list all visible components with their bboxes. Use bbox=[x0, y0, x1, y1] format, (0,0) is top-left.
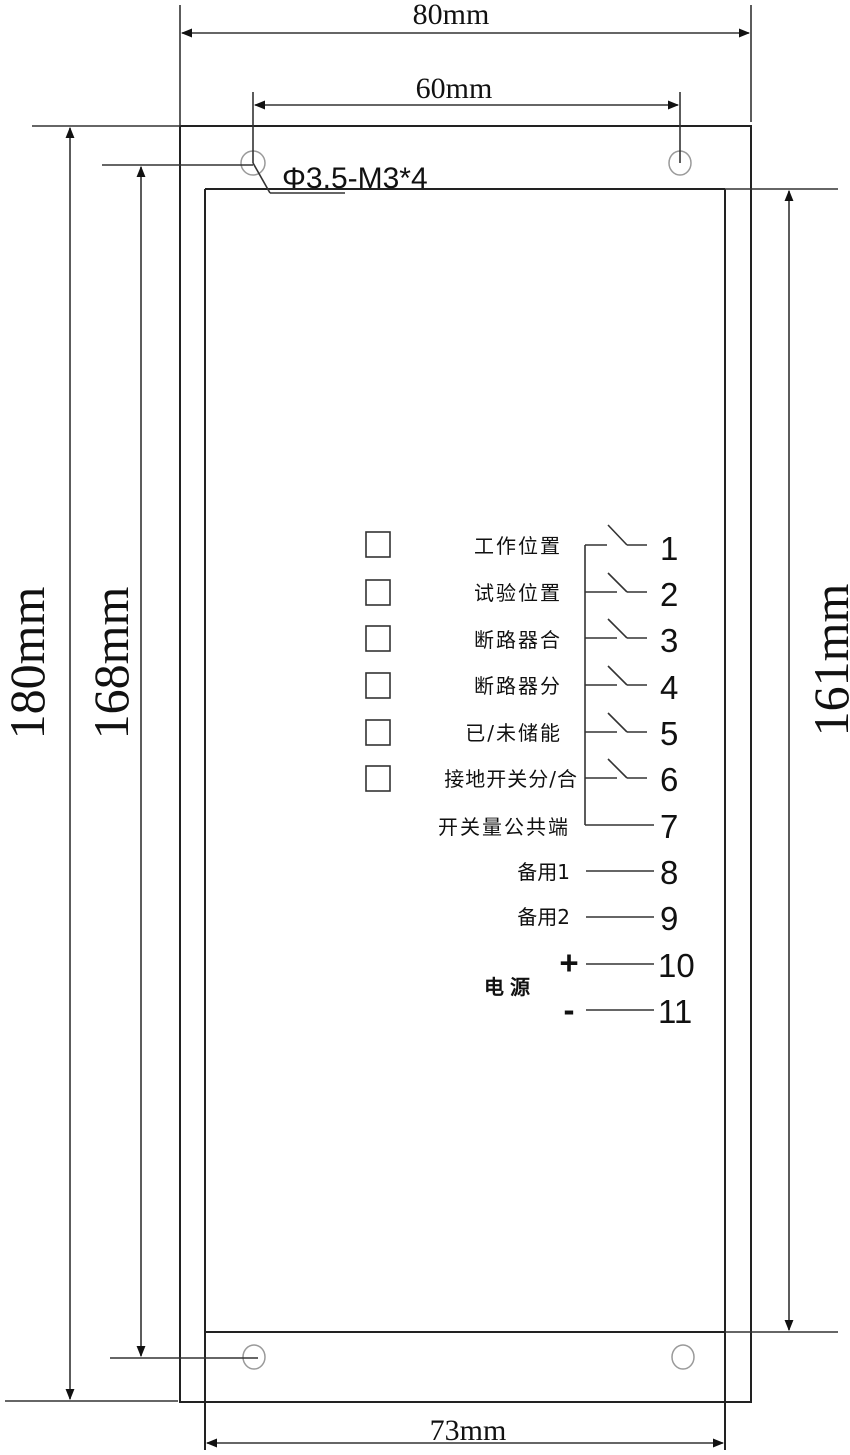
inner-body bbox=[204, 188, 726, 1450]
hole-callout-label: Φ3.5-M3*4 bbox=[282, 162, 428, 195]
label-breaker-closed: 断路器合 bbox=[474, 628, 562, 652]
label-breaker-open: 断路器分 bbox=[474, 674, 562, 698]
mounting-holes bbox=[240, 150, 695, 1370]
led-2 bbox=[365, 579, 391, 606]
terminal-5: 5 bbox=[660, 715, 678, 752]
led-4 bbox=[365, 672, 391, 699]
led-6 bbox=[365, 765, 391, 792]
dim-80mm-label: 80mm bbox=[413, 0, 490, 31]
terminal-10: 10 bbox=[658, 947, 695, 984]
label-test-position: 试验位置 bbox=[474, 581, 562, 605]
dim-hole-vertical-spacing: 168mm bbox=[83, 164, 258, 1359]
indicator-leds bbox=[365, 531, 391, 792]
led-1 bbox=[365, 531, 391, 558]
led-5 bbox=[365, 719, 391, 746]
hole-callout: Φ3.5-M3*4 bbox=[252, 162, 428, 195]
hole-bottom-right bbox=[671, 1344, 695, 1370]
dim-hole-spacing: 60mm bbox=[252, 72, 681, 163]
terminal-1: 1 bbox=[660, 530, 678, 567]
dim-body-width: 73mm bbox=[205, 1414, 725, 1448]
terminal-labels: 工作位置 试验位置 断路器合 断路器分 已/未储能 接地开关分/合 开关量公共端… bbox=[438, 534, 579, 1028]
dim-overall-width: 80mm bbox=[179, 0, 752, 126]
terminal-numbers: 1 2 3 4 5 6 7 8 9 10 11 bbox=[658, 530, 695, 1030]
power-minus-sign: - bbox=[564, 991, 575, 1028]
dim-body-height: 161mm bbox=[725, 188, 850, 1333]
terminal-7: 7 bbox=[660, 808, 678, 845]
terminal-8: 8 bbox=[660, 854, 678, 891]
terminal-2: 2 bbox=[660, 576, 678, 613]
terminal-11: 11 bbox=[658, 993, 692, 1030]
switch-wiring bbox=[584, 524, 654, 1011]
dim-60mm-label: 60mm bbox=[416, 72, 493, 105]
hole-bottom-left bbox=[242, 1344, 266, 1370]
dim-73mm-label: 73mm bbox=[430, 1414, 507, 1447]
terminal-9: 9 bbox=[660, 900, 678, 937]
outer-plate bbox=[179, 125, 752, 1403]
label-common: 开关量公共端 bbox=[438, 815, 570, 839]
dim-168mm-label: 168mm bbox=[83, 587, 139, 740]
power-plus-sign: + bbox=[559, 944, 578, 981]
label-spare-1: 备用1 bbox=[517, 860, 570, 884]
terminal-3: 3 bbox=[660, 622, 678, 659]
label-power: 电源 bbox=[484, 975, 536, 999]
dim-180mm-label: 180mm bbox=[0, 587, 55, 740]
label-spare-2: 备用2 bbox=[517, 905, 570, 929]
label-spring-charged: 已/未储能 bbox=[465, 721, 562, 745]
dim-161mm-label: 161mm bbox=[803, 584, 850, 737]
label-work-position: 工作位置 bbox=[474, 534, 562, 558]
terminal-4: 4 bbox=[660, 669, 678, 706]
led-3 bbox=[365, 625, 391, 652]
dim-overall-height: 180mm bbox=[0, 125, 180, 1402]
label-earth-switch: 接地开关分/合 bbox=[444, 767, 578, 791]
terminal-6: 6 bbox=[660, 761, 678, 798]
